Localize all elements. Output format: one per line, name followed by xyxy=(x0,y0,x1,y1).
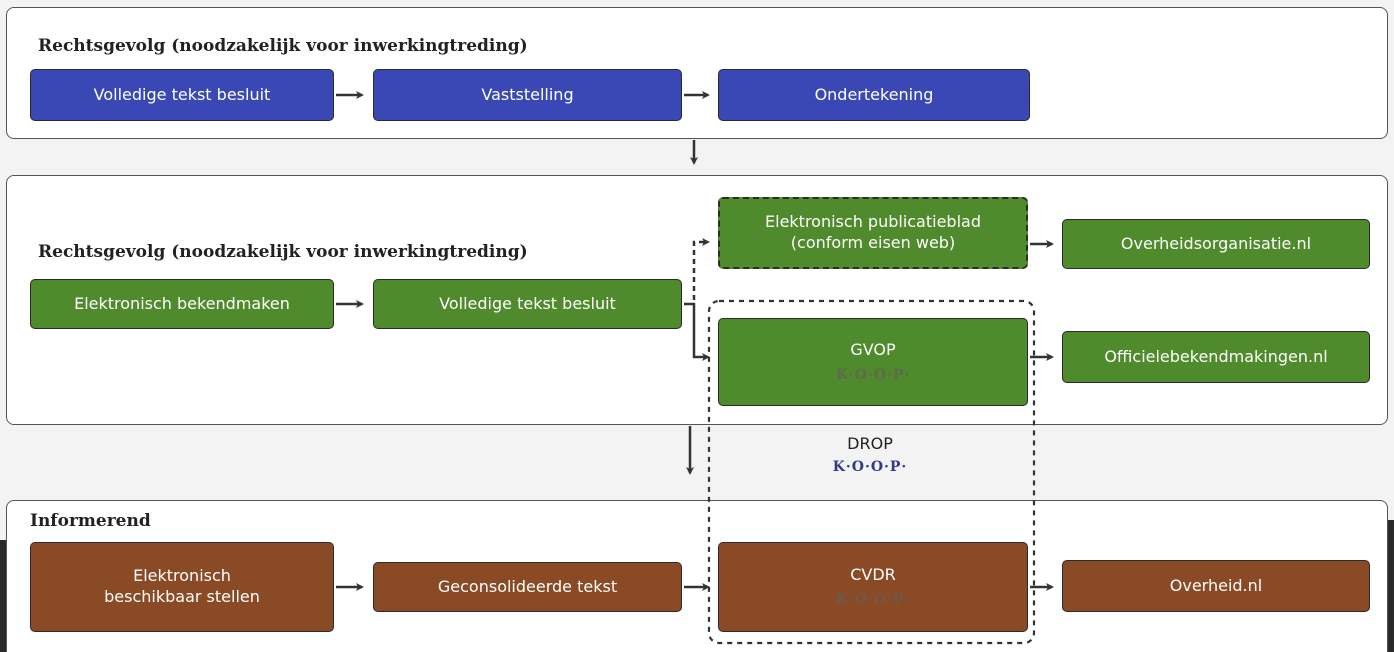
box-label-line1: Elektronisch publicatieblad xyxy=(765,212,981,232)
panel-bottom-heading: Informerend xyxy=(30,511,151,531)
arrow-mid-dashed xyxy=(692,238,710,300)
box-overheid-nl: Overheid.nl xyxy=(1062,560,1370,612)
box-volledige-tekst-besluit-top: Volledige tekst besluit xyxy=(30,69,334,121)
box-label: Officielebekendmakingen.nl xyxy=(1104,346,1328,366)
edge-bar-right xyxy=(1386,520,1394,652)
arrow-group xyxy=(336,91,1054,591)
box-overheidsorganisatie: Overheidsorganisatie.nl xyxy=(1062,219,1370,269)
edge-bar-left xyxy=(0,540,6,652)
box-label: CVDR xyxy=(850,564,896,584)
box-cvdr: CVDR K·O·O·P· xyxy=(718,542,1028,632)
box-volledige-tekst-besluit-middle: Volledige tekst besluit xyxy=(373,279,682,329)
box-elektronisch-beschikbaar-stellen: Elektronisch beschikbaar stellen xyxy=(30,542,334,632)
box-label: Elektronisch bekendmaken xyxy=(74,293,290,313)
panel-top-heading: Rechtsgevolg (noodzakelijk voor inwerkin… xyxy=(38,36,528,56)
box-label-line2: beschikbaar stellen xyxy=(104,587,260,606)
box-label: Vaststelling xyxy=(481,84,574,104)
box-geconsolideerde-tekst: Geconsolideerde tekst xyxy=(373,562,682,612)
drop-label: DROP xyxy=(847,434,893,453)
koop-logo: K·O·O·P· xyxy=(832,459,908,475)
box-gvop: GVOP K·O·O·P· xyxy=(718,318,1028,406)
box-label: Overheid.nl xyxy=(1169,575,1263,595)
box-label: Geconsolideerde tekst xyxy=(437,576,618,596)
box-label: Ondertekening xyxy=(814,84,934,104)
box-vaststelling: Vaststelling xyxy=(373,69,682,121)
box-label: Volledige tekst besluit xyxy=(439,293,616,313)
box-label-line2: (conform eisen web) xyxy=(790,233,956,252)
box-ondertekening: Ondertekening xyxy=(718,69,1030,121)
box-elektronisch-bekendmaken: Elektronisch bekendmaken xyxy=(30,279,334,329)
drop-label-group: DROP K·O·O·P· xyxy=(800,434,940,475)
box-label: GVOP xyxy=(850,339,896,359)
box-officielebekendmakingen: Officielebekendmakingen.nl xyxy=(1062,331,1370,383)
box-label-line1: Elektronisch xyxy=(133,566,231,586)
drop-enclosure xyxy=(707,299,1036,645)
box-elektronisch-publicatieblad: Elektronisch publicatieblad (conform eis… xyxy=(718,197,1028,269)
koop-logo: K·O·O·P· xyxy=(835,367,911,384)
panel-middle-heading: Rechtsgevolg (noodzakelijk voor inwerkin… xyxy=(38,242,528,262)
box-label: Overheidsorganisatie.nl xyxy=(1120,233,1312,253)
box-label: Volledige tekst besluit xyxy=(93,84,271,104)
koop-logo: K·O·O·P· xyxy=(835,592,911,609)
arrow-mid-split xyxy=(684,302,710,361)
